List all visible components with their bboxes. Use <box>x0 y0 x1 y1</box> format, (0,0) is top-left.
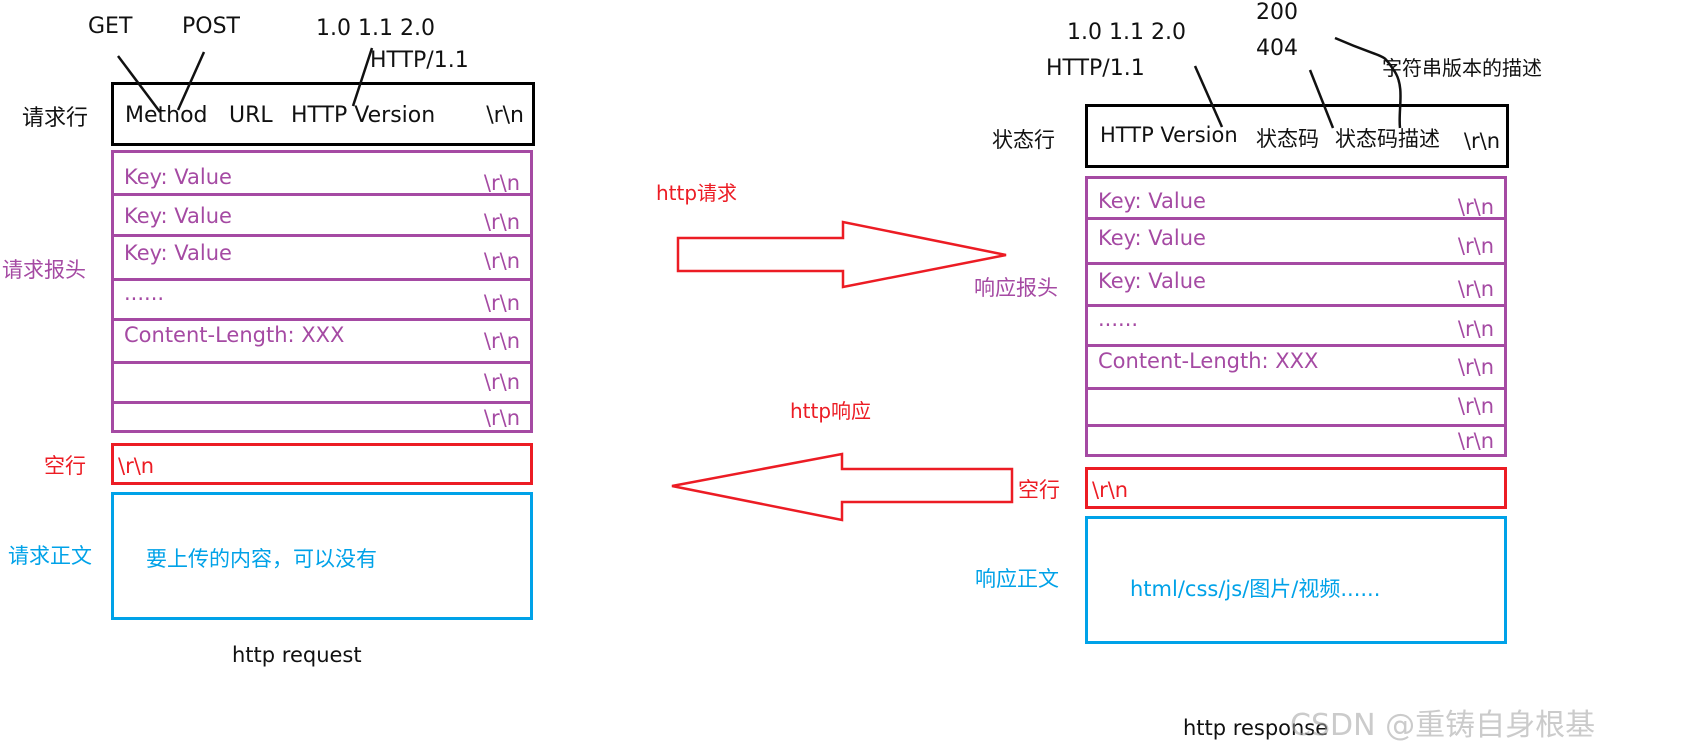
http-response-arrow <box>671 452 1014 522</box>
annotation-post: POST <box>182 14 240 39</box>
annotation-version-example: HTTP/1.1 <box>1046 56 1145 81</box>
status-line-desc: 状态码描述 <box>1335 127 1440 151</box>
header-row-text: Content-Length: XXX <box>1098 349 1319 373</box>
header-row-text: ...... <box>124 281 165 305</box>
request-body-box: 要上传的内容，可以没有 <box>111 492 533 620</box>
request-headers-label: 请求报头 <box>2 258 86 282</box>
header-row-crlf: \r\n <box>1457 429 1494 453</box>
status-line-label: 状态行 <box>992 128 1055 152</box>
request-blank-line-box: \r\n <box>111 443 533 485</box>
annotation-version-example: HTTP/1.1 <box>370 48 469 73</box>
request-body-label: 请求正文 <box>8 544 92 568</box>
status-line-version: HTTP Version <box>1100 123 1238 147</box>
status-line-box: HTTP Version 状态码 状态码描述 \r\n <box>1085 104 1509 168</box>
header-row-text: Key: Value <box>124 204 232 228</box>
request-line-method: Method <box>125 103 208 128</box>
http-request-arrow <box>676 220 1007 289</box>
header-row-crlf: \r\n <box>483 291 520 315</box>
annotation-get: GET <box>88 14 133 39</box>
http-request-arrow-label: http请求 <box>656 181 738 205</box>
response-body-box: html/css/js/图片/视频...... <box>1085 516 1507 644</box>
header-row: Key: Value \r\n <box>114 193 530 234</box>
request-line-box: Method URL HTTP Version \r\n <box>111 82 535 146</box>
header-row-text: Key: Value <box>124 241 232 265</box>
header-row: Key: Value \r\n <box>1088 217 1504 262</box>
request-line-crlf: \r\n <box>486 103 524 128</box>
header-row-crlf: \r\n <box>1457 234 1494 258</box>
status-line-crlf: \r\n <box>1463 129 1500 153</box>
header-row-text: Key: Value <box>1098 189 1206 213</box>
header-row: Content-Length: XXX \r\n <box>114 318 530 361</box>
header-row-text: Key: Value <box>1098 226 1206 250</box>
response-headers-box: Key: Value \r\n Key: Value \r\n Key: Val… <box>1085 176 1507 457</box>
response-body-label: 响应正文 <box>975 567 1059 591</box>
annotation-code-404: 404 <box>1256 36 1298 61</box>
header-row-text: Key: Value <box>124 165 232 189</box>
response-blank-line-crlf: \r\n <box>1092 478 1129 502</box>
response-blank-line-box: \r\n <box>1085 467 1507 509</box>
header-row: \r\n <box>1088 424 1504 457</box>
header-row-crlf: \r\n <box>483 370 520 394</box>
request-blank-line-crlf: \r\n <box>118 454 155 478</box>
header-row-crlf: \r\n <box>1457 355 1494 379</box>
annotation-versions: 1.0 1.1 2.0 <box>316 16 435 41</box>
header-row-crlf: \r\n <box>1457 317 1494 341</box>
header-row: Key: Value \r\n <box>114 234 530 278</box>
header-row-crlf: \r\n <box>1457 277 1494 301</box>
header-row: ...... \r\n <box>114 278 530 318</box>
annotation-desc-note: 字符串版本的描述 <box>1382 56 1542 80</box>
http-response-arrow-label: http响应 <box>790 399 872 423</box>
header-row-crlf: \r\n <box>483 171 520 195</box>
header-row-text: Key: Value <box>1098 269 1206 293</box>
header-row: \r\n <box>114 361 530 401</box>
header-row-text: ...... <box>1098 307 1139 331</box>
header-row: Content-Length: XXX \r\n <box>1088 344 1504 387</box>
request-caption: http request <box>232 643 362 667</box>
request-line-version: HTTP Version <box>291 103 436 128</box>
header-row: Key: Value \r\n <box>1088 179 1504 219</box>
annotation-code-200: 200 <box>1256 0 1298 25</box>
header-row-crlf: \r\n <box>483 329 520 353</box>
header-row: Key: Value \r\n <box>1088 262 1504 304</box>
request-blank-line-label: 空行 <box>44 454 86 478</box>
header-row-crlf: \r\n <box>1457 195 1494 219</box>
header-row: ...... \r\n <box>1088 304 1504 344</box>
request-body-text: 要上传的内容，可以没有 <box>146 547 377 571</box>
request-line-url: URL <box>229 103 273 128</box>
request-headers-box: Key: Value \r\n Key: Value \r\n Key: Val… <box>111 150 533 433</box>
header-row-crlf: \r\n <box>1457 394 1494 418</box>
response-caption: http response <box>1183 716 1329 740</box>
header-row-text: Content-Length: XXX <box>124 323 345 347</box>
header-row-crlf: \r\n <box>483 210 520 234</box>
response-blank-line-label: 空行 <box>1018 478 1060 502</box>
status-line-code: 状态码 <box>1256 127 1319 151</box>
response-headers-label: 响应报头 <box>974 276 1058 300</box>
header-row-crlf: \r\n <box>483 249 520 273</box>
request-line-label: 请求行 <box>22 106 89 131</box>
annotation-versions: 1.0 1.1 2.0 <box>1067 20 1186 45</box>
header-row: \r\n <box>1088 387 1504 424</box>
header-row: Key: Value \r\n <box>114 153 530 195</box>
header-row: \r\n <box>114 401 530 433</box>
header-row-crlf: \r\n <box>483 406 520 430</box>
watermark: CSDN @重铸自身根基 <box>1290 708 1596 743</box>
response-body-text: html/css/js/图片/视频...... <box>1130 577 1381 601</box>
